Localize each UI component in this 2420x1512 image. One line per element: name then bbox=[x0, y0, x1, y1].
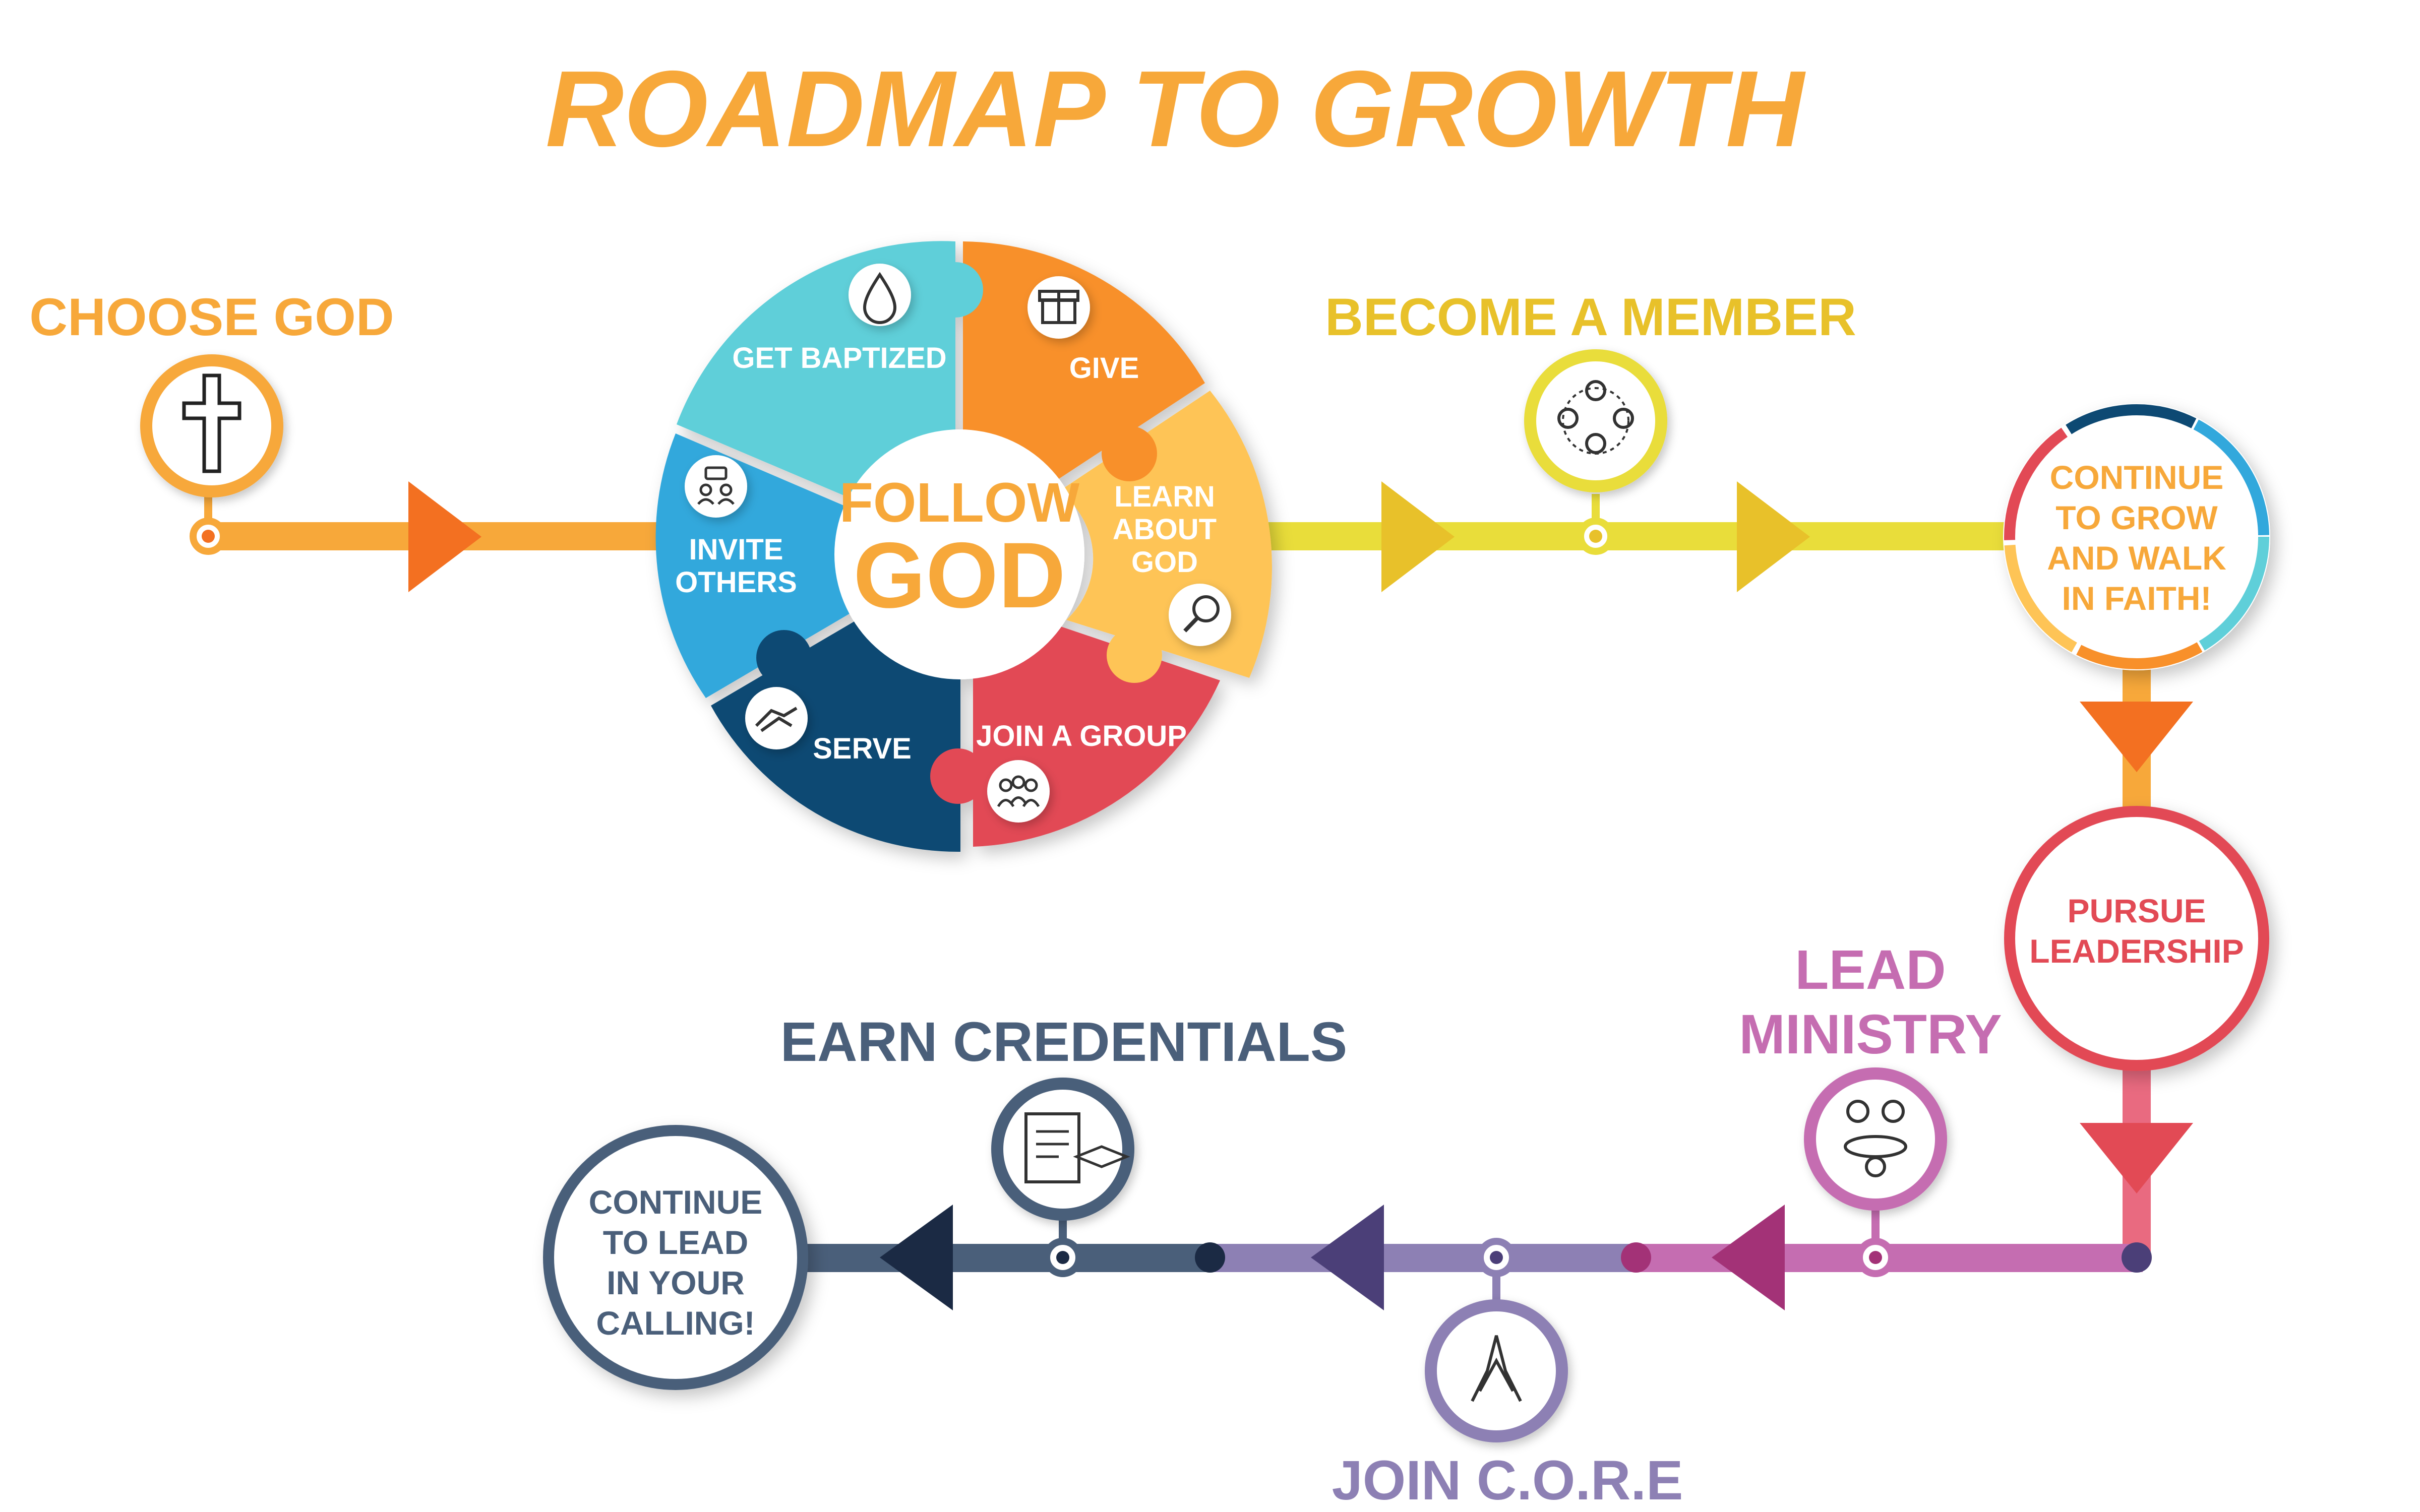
handshake-icon bbox=[745, 687, 808, 749]
continue-grow-line1: CONTINUE bbox=[2050, 459, 2224, 496]
water-drop-icon bbox=[849, 264, 911, 326]
label-invite-1: INVITE bbox=[689, 533, 783, 566]
step-become-member-label: BECOME A MEMBER bbox=[1325, 288, 1856, 347]
label-get-baptized: GET BAPTIZED bbox=[732, 342, 946, 374]
group-icon bbox=[987, 760, 1050, 823]
continue-lead-line3: IN YOUR bbox=[607, 1264, 745, 1301]
continue-lead-line1: CONTINUE bbox=[589, 1183, 763, 1221]
continue-lead-line4: CALLING! bbox=[596, 1304, 755, 1342]
lead-ministry-line2: MINISTRY bbox=[1739, 1003, 2002, 1065]
arrow-right-yellow-1 bbox=[1381, 481, 1455, 592]
pursue-leadership-circle bbox=[2004, 806, 2269, 1071]
hands-together-icon bbox=[1425, 1299, 1568, 1442]
label-learn-3: GOD bbox=[1131, 546, 1198, 579]
earn-credentials-label: EARN CREDENTIALS bbox=[780, 1011, 1348, 1073]
cross-icon bbox=[140, 354, 283, 497]
center-title-line2: GOD bbox=[853, 524, 1065, 627]
magnifier-icon bbox=[1169, 584, 1231, 646]
arrow-left-purple bbox=[1712, 1205, 1785, 1310]
arrow-left-navy bbox=[880, 1205, 953, 1310]
label-join-group: JOIN A GROUP bbox=[976, 720, 1187, 752]
continue-lead-line2: TO LEAD bbox=[603, 1224, 748, 1261]
continue-grow-line3: AND WALK bbox=[2047, 539, 2226, 577]
certificate-icon bbox=[991, 1078, 1134, 1221]
page-title: ROADMAP TO GROWTH bbox=[546, 48, 1806, 169]
people-chat-icon bbox=[685, 455, 747, 518]
segment-give bbox=[963, 241, 1205, 484]
top-path bbox=[190, 481, 2017, 592]
arrow-right-orange bbox=[408, 481, 481, 592]
continue-grow-circle bbox=[2003, 403, 2270, 670]
arrow-left-lavender bbox=[1311, 1205, 1384, 1310]
pursue-leadership-line1: PURSUE bbox=[2067, 892, 2206, 929]
center-title-line1: FOLLOW bbox=[839, 472, 1080, 534]
arrow-down-red bbox=[2080, 1123, 2193, 1193]
right-path bbox=[2080, 655, 2193, 1260]
label-learn-1: LEARN bbox=[1114, 480, 1215, 513]
label-serve: SERVE bbox=[813, 732, 912, 765]
label-invite-2: OTHERS bbox=[675, 566, 797, 599]
pursue-leadership-line2: LEADERSHIP bbox=[2029, 932, 2244, 970]
gift-icon bbox=[1027, 276, 1090, 339]
lead-ministry-line1: LEAD bbox=[1795, 939, 1946, 1001]
meeting-icon bbox=[1804, 1067, 1947, 1211]
continue-grow-line2: TO GROW bbox=[2055, 499, 2218, 536]
arrow-right-yellow-2 bbox=[1737, 481, 1810, 592]
step-choose-god-label: CHOOSE GOD bbox=[29, 288, 394, 347]
join-core-label: JOIN C.O.R.E bbox=[1332, 1450, 1683, 1511]
continue-lead-circle bbox=[543, 1125, 808, 1390]
continue-grow-line4: IN FAITH! bbox=[2062, 580, 2212, 617]
bottom-path bbox=[776, 1205, 2152, 1310]
community-icon bbox=[1524, 349, 1667, 492]
label-learn-2: ABOUT bbox=[1113, 513, 1217, 546]
label-give: GIVE bbox=[1069, 352, 1139, 385]
arrow-down-orange bbox=[2080, 702, 2193, 772]
